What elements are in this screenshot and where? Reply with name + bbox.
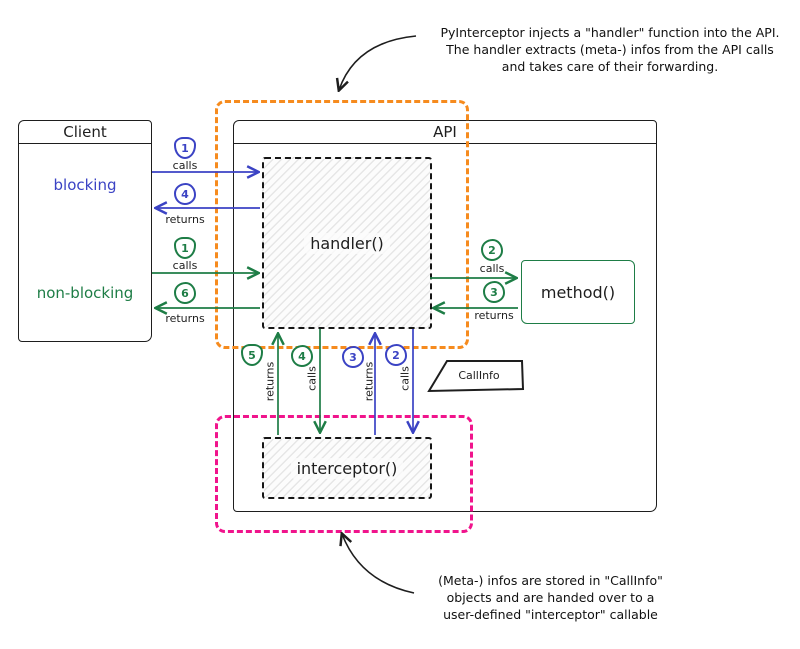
api-title-label: API	[433, 123, 457, 141]
badge-method-return[interactable]: 3	[483, 281, 505, 303]
client-title-label: Client	[63, 123, 107, 141]
bottom-note: (Meta-) infos are stored in "CallInfo" o…	[418, 572, 683, 623]
interceptor-box[interactable]: interceptor()	[262, 437, 432, 499]
handler-label: handler()	[304, 232, 390, 254]
badge-interceptor-call-blue[interactable]: 2	[385, 344, 407, 366]
badge-blocking-return[interactable]: 4	[174, 183, 196, 205]
bottom-note-line-1: (Meta-) infos are stored in "CallInfo"	[438, 573, 663, 588]
client-box[interactable]: Client blocking non-blocking	[18, 120, 152, 342]
bottom-note-line-3: user-defined "interceptor" callable	[443, 607, 658, 622]
callinfo-shape[interactable]	[427, 360, 525, 393]
api-title: API	[234, 121, 656, 144]
method-label: method()	[540, 282, 616, 302]
badge-blocking-call[interactable]: 1	[174, 137, 196, 159]
top-note-connector	[339, 35, 417, 90]
label-blocking-return: returns	[165, 213, 205, 226]
bottom-note-line-2: objects and are handed over to a	[446, 590, 655, 605]
top-note-line-3: and takes care of their forwarding.	[501, 59, 719, 74]
top-note-line-2: The handler extracts (meta-) infos from …	[446, 42, 774, 57]
label-method-call: calls	[479, 262, 505, 275]
label-interceptor-call-blue: calls	[398, 366, 412, 391]
label-blocking-call: calls	[172, 159, 198, 172]
bottom-note-connector	[342, 534, 415, 594]
badge-method-call[interactable]: 2	[481, 239, 503, 261]
badge-interceptor-return-blue[interactable]: 3	[342, 346, 364, 368]
label-nonblocking-call: calls	[172, 259, 198, 272]
method-box[interactable]: method()	[521, 260, 635, 324]
label-method-return: returns	[474, 309, 514, 322]
label-nonblocking-return: returns	[165, 312, 205, 325]
handler-box[interactable]: handler()	[262, 157, 432, 329]
client-title: Client	[19, 121, 151, 144]
handler-highlight-zone[interactable]	[215, 100, 469, 349]
label-interceptor-return-blue: returns	[362, 361, 376, 402]
top-note: PyInterceptor injects a "handler" functi…	[425, 24, 795, 75]
label-interceptor-return-green: returns	[263, 361, 277, 402]
badge-nonblocking-return[interactable]: 6	[174, 282, 196, 304]
badge-interceptor-return-green[interactable]: 5	[241, 344, 263, 366]
top-note-line-1: PyInterceptor injects a "handler" functi…	[440, 25, 780, 40]
label-interceptor-call-green: calls	[305, 366, 319, 391]
interceptor-label: interceptor()	[290, 457, 404, 479]
client-mode-blocking: blocking	[53, 176, 117, 194]
client-mode-non-blocking: non-blocking	[36, 284, 134, 302]
badge-nonblocking-call[interactable]: 1	[174, 237, 196, 259]
badge-interceptor-call-green[interactable]: 4	[291, 345, 313, 367]
callinfo-label: CallInfo	[458, 369, 500, 382]
